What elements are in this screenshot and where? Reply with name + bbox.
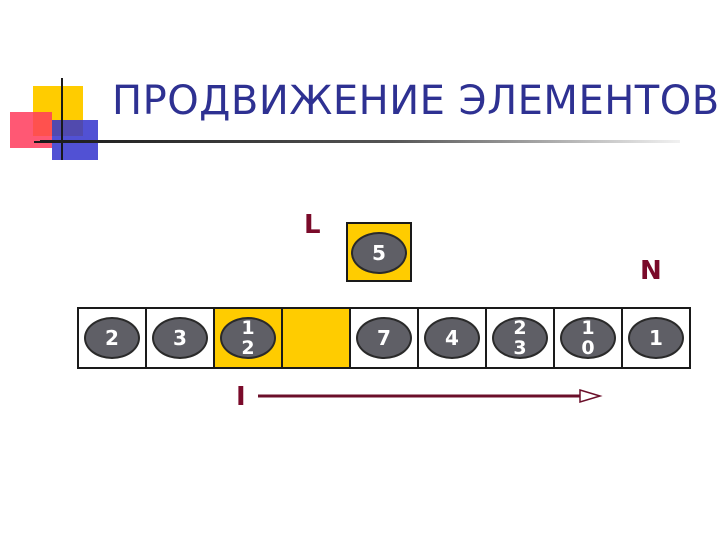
- lifted-element-ball: 5: [351, 232, 407, 274]
- array-element-ball: 23: [492, 317, 548, 359]
- label-L: L: [304, 210, 321, 240]
- array-element-ball: 3: [152, 317, 208, 359]
- index-arrow: [258, 388, 603, 404]
- label-N: N: [640, 256, 662, 286]
- array-element-ball: 7: [356, 317, 412, 359]
- array-element-ball: 2: [84, 317, 140, 359]
- label-I: I: [236, 382, 246, 412]
- array-element-ball: 1: [628, 317, 684, 359]
- array-cell: [281, 307, 351, 369]
- array-element-ball: 10: [560, 317, 616, 359]
- decorative-squares: [10, 78, 110, 160]
- title-underline: [40, 140, 680, 143]
- array-element-ball: 12: [220, 317, 276, 359]
- array-element-ball: 4: [424, 317, 480, 359]
- page-title: ПРОДВИЖЕНИЕ ЭЛЕМЕНТОВ: [112, 78, 720, 124]
